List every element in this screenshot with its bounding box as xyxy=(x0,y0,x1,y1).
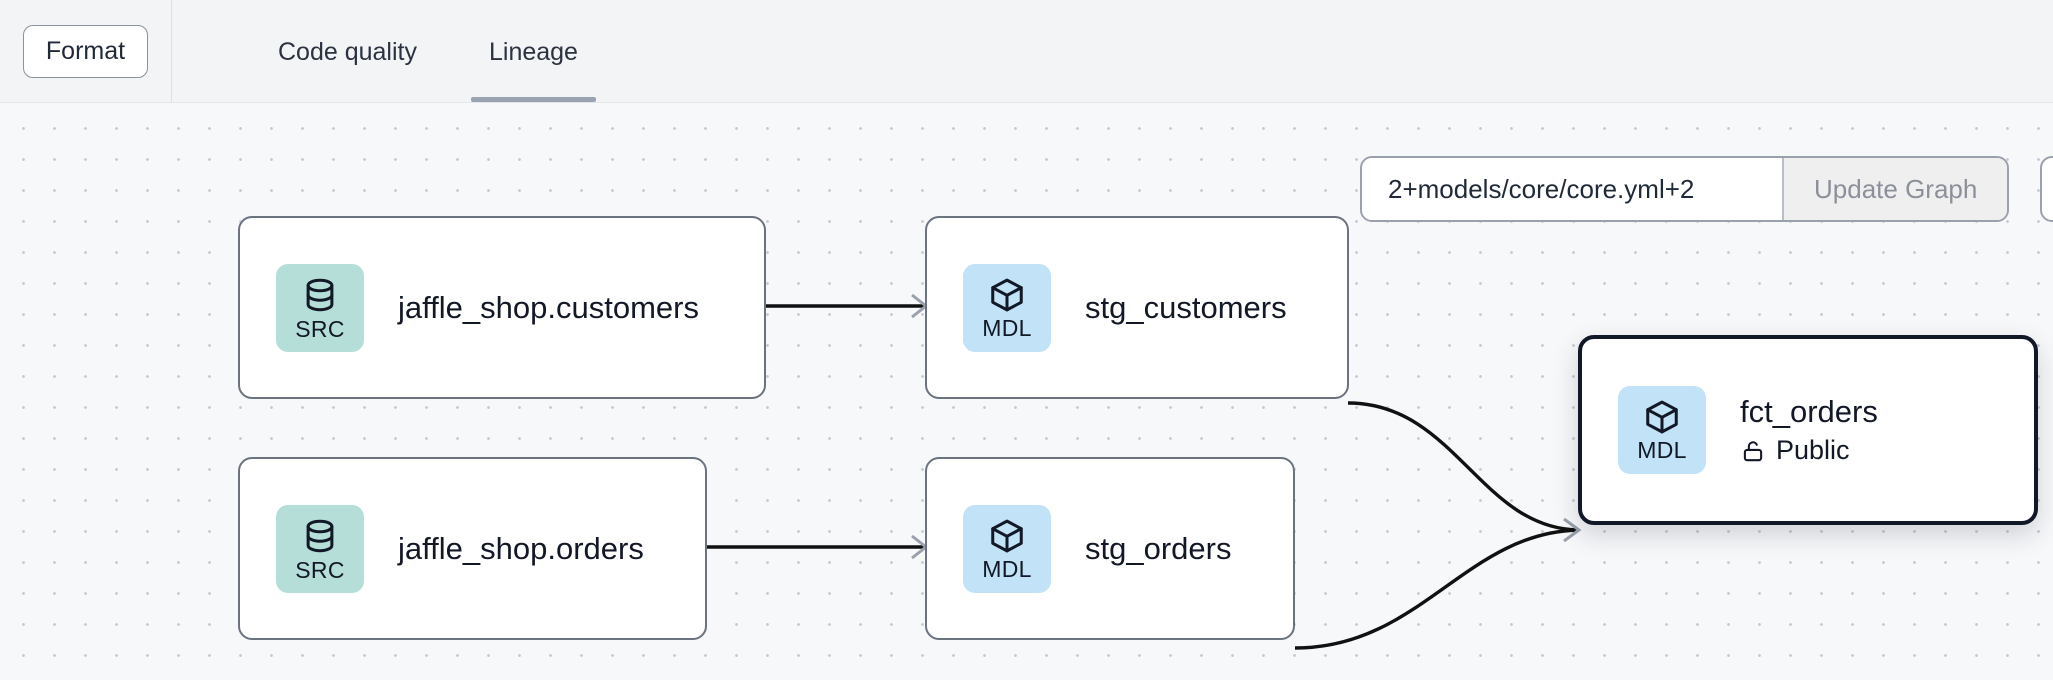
node-body: jaffle_shop.orders xyxy=(398,531,644,567)
format-button-zone: Format xyxy=(0,0,172,102)
cube-icon xyxy=(1646,400,1678,434)
node-selector-input[interactable] xyxy=(1362,158,1782,220)
badge-label-mdl: MDL xyxy=(982,314,1032,341)
update-graph-button[interactable]: Update Graph xyxy=(1782,158,2008,220)
database-icon xyxy=(306,519,334,552)
tab-code-quality[interactable]: Code quality xyxy=(278,38,417,66)
node-title: stg_customers xyxy=(1085,289,1287,325)
lineage-canvas[interactable]: SRC jaffle_shop.customers MDL stg_custom… xyxy=(0,103,2053,680)
node-body: fct_orders Public xyxy=(1740,394,1878,467)
badge-mdl: MDL xyxy=(963,504,1051,593)
edge-stg-customers-to-fct-orders xyxy=(1347,401,1579,532)
edge-arrow-3 xyxy=(1563,517,1582,543)
badge-mdl: MDL xyxy=(1618,386,1706,474)
node-title: jaffle_shop.customers xyxy=(398,289,699,325)
unlock-icon xyxy=(1743,441,1763,462)
lineage-node-stg-orders[interactable]: MDL stg_orders xyxy=(925,457,1295,640)
edge-stg-orders-to-fct-orders xyxy=(1294,528,1579,650)
cube-icon xyxy=(991,278,1023,311)
badge-label-src: SRC xyxy=(295,315,345,342)
badge-src: SRC xyxy=(276,263,364,352)
database-icon xyxy=(306,278,334,311)
badge-label-mdl: MDL xyxy=(982,555,1032,582)
node-access-label: Public xyxy=(1776,435,1850,466)
lineage-node-fct-orders[interactable]: MDL fct_orders Public xyxy=(1578,335,2038,525)
tab-bar: Code quality Lineage xyxy=(172,0,614,102)
lineage-node-jaffle-shop-customers[interactable]: SRC jaffle_shop.customers xyxy=(238,216,766,399)
tab-lineage[interactable]: Lineage xyxy=(453,0,614,102)
lineage-node-stg-customers[interactable]: MDL stg_customers xyxy=(925,216,1349,399)
node-title: stg_orders xyxy=(1085,530,1232,566)
lineage-edges xyxy=(707,293,1582,650)
badge-label-mdl: MDL xyxy=(1637,437,1687,463)
badge-mdl: MDL xyxy=(963,263,1051,352)
node-title: fct_orders xyxy=(1740,393,1878,429)
node-body: stg_orders xyxy=(1085,531,1231,567)
lineage-node-jaffle-shop-orders[interactable]: SRC jaffle_shop.orders xyxy=(238,457,707,640)
node-title: jaffle_shop.orders xyxy=(398,530,644,566)
graph-selector-control: Update Graph xyxy=(1360,156,2010,222)
badge-label-src: SRC xyxy=(295,556,345,583)
node-body: stg_customers xyxy=(1085,290,1287,326)
cube-icon xyxy=(991,519,1023,552)
format-button[interactable]: Format xyxy=(22,24,149,78)
node-access-badge: Public xyxy=(1740,435,1878,466)
node-body: jaffle_shop.customers xyxy=(398,290,699,326)
badge-src: SRC xyxy=(276,504,364,593)
graph-options-control[interactable] xyxy=(2040,156,2053,222)
editor-header: Format Code quality Lineage xyxy=(0,0,2053,103)
